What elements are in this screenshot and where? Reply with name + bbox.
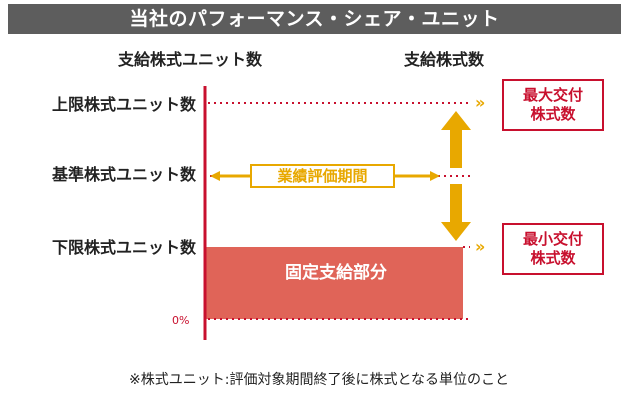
diagram-title: 当社のパフォーマンス・シェア・ユニット [8,4,621,34]
down-arrow-icon [441,184,471,241]
max-shares-line2: 株式数 [530,105,576,123]
max-shares-box: 最大交付 株式数 [502,79,604,131]
fixed-portion-block [206,247,463,319]
evaluation-period-label: 業績評価期間 [250,164,395,188]
min-shares-box: 最小交付 株式数 [502,223,604,275]
min-shares-line2: 株式数 [530,249,576,267]
row-label-upper: 上限株式ユニット数 [51,95,196,114]
column-header-shares: 支給株式数 [404,50,485,69]
period-arrow-right-head [430,171,440,181]
footnote: ※株式ユニット:評価対象期間終了後に株式となる単位のこと [129,372,510,388]
chevron-right-icon-lower: » [475,237,485,256]
chevron-right-icon-upper: » [475,93,485,112]
row-label-base: 基準株式ユニット数 [51,165,196,184]
max-shares-line1: 最大交付 [522,86,583,104]
fixed-portion-label: 固定支給部分 [285,263,387,283]
row-label-lower: 下限株式ユニット数 [51,238,196,257]
up-arrow-icon [441,111,471,168]
min-shares-line1: 最小交付 [522,230,583,248]
period-arrow-left-head [210,171,220,181]
column-header-units: 支給株式ユニット数 [118,50,263,69]
row-label-zero: 0% [172,314,190,327]
